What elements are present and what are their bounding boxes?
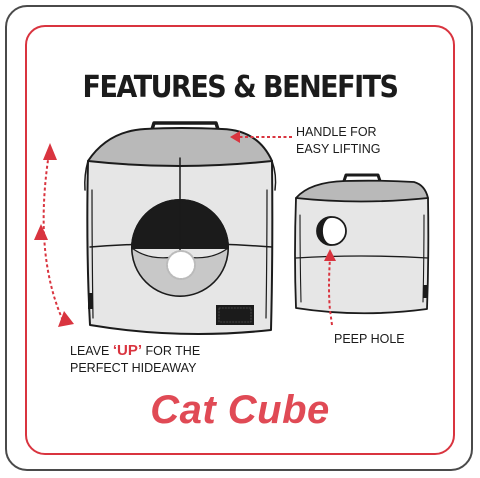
cat-cube-large-illustration (84, 121, 277, 335)
page-title: FEATURES & BENEFITS (82, 70, 399, 105)
small-handle-icon (341, 173, 383, 186)
handle-label-line1: HANDLE FOR (296, 125, 377, 139)
up-rotation-arrow (42, 159, 66, 326)
peep-arrow (324, 249, 336, 326)
cat-cube-small-illustration (294, 173, 430, 315)
peep-hole-label: PEEP HOLE (334, 332, 405, 346)
handle-label: HANDLE FOR EASY LIFTING (296, 124, 381, 158)
up-emphasis-text: ‘UP’ (112, 342, 143, 359)
leave-pre-text: LEAVE (70, 344, 113, 358)
large-label-patch (216, 305, 254, 325)
leave-up-line1: LEAVE ‘UP’ FOR THE (70, 342, 200, 360)
brand-logo-text: Cat Cube (150, 388, 330, 432)
handle-label-line2: EASY LIFTING (296, 142, 381, 156)
leave-post-text: FOR THE (142, 344, 201, 358)
pom-pom-toy (166, 250, 196, 280)
leave-up-label: LEAVE ‘UP’ FOR THE PERFECT HIDEAWAY (70, 342, 200, 377)
leave-up-line2: PERFECT HIDEAWAY (70, 361, 197, 375)
up-arrow-icon (34, 143, 74, 327)
red-frame (25, 25, 455, 455)
handle-arrow (230, 131, 292, 143)
